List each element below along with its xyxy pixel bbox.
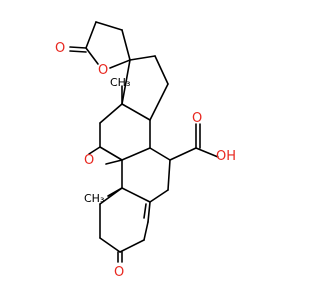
a-ring <box>99 187 151 263</box>
bond <box>121 187 151 203</box>
bond <box>195 147 219 158</box>
c-ring <box>99 85 151 161</box>
bond <box>149 147 171 161</box>
atom-labels: O O O O OH O CH₃ CH₃ <box>55 41 236 280</box>
bond <box>88 146 101 155</box>
lactone-ring <box>69 21 131 69</box>
acid-carbonyl-oxygen: O <box>192 111 202 126</box>
bond <box>69 46 87 49</box>
bond <box>85 21 97 49</box>
bond <box>143 203 147 219</box>
b-ring <box>107 147 171 203</box>
upper-methyl: CH₃ <box>110 76 130 89</box>
bond <box>121 147 151 161</box>
bond <box>105 159 123 165</box>
bond <box>85 47 99 65</box>
bond <box>167 159 171 191</box>
ketone-oxygen: O <box>114 265 124 280</box>
molecule-diagram: O O O O OH O CH₃ CH₃ <box>55 21 236 280</box>
bond <box>121 103 151 121</box>
acid-hydroxyl: OH <box>216 149 236 164</box>
lower-methyl: CH₃ <box>84 192 104 205</box>
bond <box>99 237 121 253</box>
bond <box>109 59 131 69</box>
bond <box>143 221 149 241</box>
bond <box>69 50 87 53</box>
bond <box>154 55 169 85</box>
bond <box>119 239 145 253</box>
bond <box>99 103 123 124</box>
bond <box>149 83 169 121</box>
lactone-carbonyl-oxygen: O <box>55 41 65 56</box>
lactone-ring-oxygen: O <box>98 63 108 78</box>
epoxide <box>88 146 123 165</box>
epoxide-oxygen: O <box>84 153 94 168</box>
carboxylic-acid <box>169 123 219 161</box>
bond <box>147 201 151 223</box>
bond <box>149 189 169 203</box>
bond <box>95 21 123 31</box>
bond <box>99 146 123 161</box>
bond <box>169 147 197 161</box>
bond <box>121 59 131 105</box>
bond <box>121 29 131 61</box>
structure-svg: O O O O OH O CH₃ CH₃ <box>55 21 236 280</box>
bond <box>99 187 123 205</box>
d-ring <box>121 55 169 121</box>
bond <box>129 55 156 61</box>
